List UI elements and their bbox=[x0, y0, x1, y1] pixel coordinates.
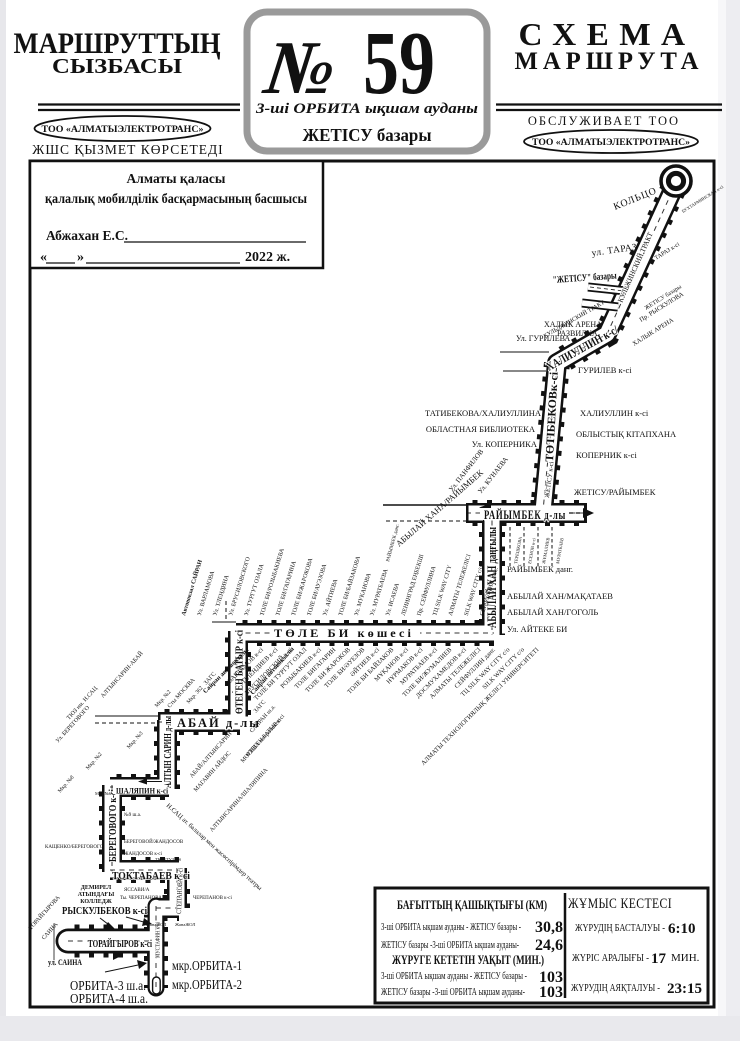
svg-text:АБЫЛАЙ ХАН/МАҚАТАЕВ: АБЫЛАЙ ХАН/МАҚАТАЕВ bbox=[507, 591, 613, 601]
svg-text:ЖШС ҚЫЗМЕТ КӨРСЕТЕДІ: ЖШС ҚЫЗМЕТ КӨРСЕТЕДІ bbox=[32, 142, 223, 157]
svg-text:КАЩЕНКО/БЕРЕГОВОГО: КАЩЕНКО/БЕРЕГОВОГО bbox=[45, 845, 104, 850]
svg-text:3-ші ОРБИТА ықшам ауданы: 3-ші ОРБИТА ықшам ауданы bbox=[255, 101, 478, 117]
svg-text:ОРБИТА-3 ш.а.: ОРБИТА-3 ш.а. bbox=[70, 978, 146, 993]
svg-text:РАЙЫМБЕК данг.: РАЙЫМБЕК данг. bbox=[507, 564, 573, 574]
svg-text:ЖЕТІСУ/РАЙЫМБЕК: ЖЕТІСУ/РАЙЫМБЕК bbox=[574, 487, 656, 497]
svg-text:ТЮЗ/ТУЗ к-б: ТЮЗ/ТУЗ к-б bbox=[155, 857, 182, 862]
svg-text:Ул. ГУРИЛЕВА: Ул. ГУРИЛЕВА bbox=[516, 334, 570, 343]
svg-text:«: « bbox=[40, 250, 47, 265]
svg-text:СТЕПАНОВА к-сі: СТЕПАНОВА к-сі bbox=[175, 868, 185, 914]
svg-text:3-ші ОРБИТА ықшам ауданы - ЖЕТ: 3-ші ОРБИТА ықшам ауданы - ЖЕТІСУ базары… bbox=[381, 970, 527, 982]
svg-text:ХАЛЫК АРЕНА: ХАЛЫК АРЕНА bbox=[544, 320, 602, 329]
svg-text:№9 ш.а.: №9 ш.а. bbox=[124, 812, 141, 818]
svg-text:мкр.ОРБИТА-2: мкр.ОРБИТА-2 bbox=[172, 977, 242, 992]
svg-text:СЫЗБАСЫ: СЫЗБАСЫ bbox=[52, 54, 182, 78]
svg-text:ТЕРЕШКОВА: ТЕРЕШКОВА bbox=[513, 536, 523, 565]
svg-text:ТОО «АЛМАТЫЭЛЕКТРОТРАНС»: ТОО «АЛМАТЫЭЛЕКТРОТРАНС» bbox=[532, 138, 690, 148]
svg-text:ТАТИБЕКОВА/ХАЛИУЛЛИНА: ТАТИБЕКОВА/ХАЛИУЛЛИНА bbox=[425, 408, 542, 418]
svg-text:мкр.ОРБИТА-1: мкр.ОРБИТА-1 bbox=[172, 958, 242, 973]
svg-text:Абжахан Е.С.: Абжахан Е.С. bbox=[46, 228, 128, 243]
svg-text:қалалық мобилділік басқармасын: қалалық мобилділік басқармасының басшысы bbox=[45, 191, 307, 206]
svg-text:"ЖЕТІСУ" базары: "ЖЕТІСУ" базары bbox=[552, 271, 617, 286]
svg-text:МАРШРУТА: МАРШРУТА bbox=[515, 48, 704, 75]
svg-text:РАЗВИЛКА: РАЗВИЛКА bbox=[557, 329, 598, 338]
svg-text:КОЛЛЕДЖ: КОЛЛЕДЖ bbox=[80, 899, 112, 905]
svg-text:24,6: 24,6 bbox=[535, 937, 563, 954]
svg-text:30,8: 30,8 bbox=[535, 919, 563, 936]
svg-text:РЫСКУЛБЕКОВ к-сі: РЫСКУЛБЕКОВ к-сі bbox=[62, 906, 147, 917]
svg-text:ЖҮРУДІҢ АЯҚТАЛУЫ -: ЖҮРУДІҢ АЯҚТАЛУЫ - bbox=[571, 982, 660, 994]
svg-text:ТӨЛЕ БИ көшесі: ТӨЛЕ БИ көшесі bbox=[274, 626, 414, 640]
svg-text:ЖЕТІСУ базары: ЖЕТІСУ базары bbox=[303, 125, 432, 145]
svg-text:6:10: 6:10 bbox=[668, 921, 696, 937]
svg-text:ЕСЕНОВ к-сі: ЕСЕНОВ к-сі bbox=[527, 537, 537, 564]
svg-text:ЯССАВИ/А: ЯССАВИ/А bbox=[124, 888, 150, 893]
svg-text:АТЫНДАҒЫ: АТЫНДАҒЫ bbox=[78, 892, 115, 898]
svg-text:ШАЛЯПИН к-сі: ШАЛЯПИН к-сі bbox=[116, 786, 169, 796]
svg-text:ЖҰМЫС КЕСТЕСІ: ЖҰМЫС КЕСТЕСІ bbox=[568, 896, 672, 912]
svg-text:Алматы қаласы: Алматы қаласы bbox=[127, 171, 226, 186]
svg-text:ДЕМИРЕЛ: ДЕМИРЕЛ bbox=[81, 885, 112, 891]
svg-text:ЖҮРУДІҢ БАСТАЛУЫ -: ЖҮРУДІҢ БАСТАЛУЫ - bbox=[575, 922, 665, 934]
svg-text:Ты. ЧЕРЕПАНОВА: Ты. ЧЕРЕПАНОВА bbox=[120, 896, 162, 901]
svg-text:ЖЕТІСУ базары -3-ші ОРБИТА ықш: ЖЕТІСУ базары -3-ші ОРБИТА ықшам ауданы- bbox=[381, 939, 519, 951]
svg-text:Мкр №6: Мкр №6 bbox=[95, 791, 112, 796]
svg-text:ГУРИЛЕВ к-сі: ГУРИЛЕВ к-сі bbox=[578, 365, 632, 375]
svg-text:23:15: 23:15 bbox=[667, 981, 702, 997]
svg-text:3-ші ОРБИТА ықшам ауданы - ЖЕТ: 3-ші ОРБИТА ықшам ауданы - ЖЕТІСУ базары… bbox=[381, 921, 521, 933]
svg-text:ЖЕТІСУ базары -3-ші ОРБИТА ықш: ЖЕТІСУ базары -3-ші ОРБИТА ықшам ауданы- bbox=[381, 986, 525, 998]
svg-text:АБАЙ д-лы: АБАЙ д-лы bbox=[177, 716, 261, 730]
svg-text:АБЫЛАЙ ХАН/ГОГОЛЬ: АБЫЛАЙ ХАН/ГОГОЛЬ bbox=[507, 607, 598, 617]
svg-text:ЖҮРУГЕ КЕТЕТІН УАҚЫТ (МИН.): ЖҮРУГЕ КЕТЕТІН УАҚЫТ (МИН.) bbox=[392, 953, 544, 967]
svg-text:ОБЛАСТНАЯ БИБЛИОТЕКА: ОБЛАСТНАЯ БИБЛИОТЕКА bbox=[426, 424, 536, 434]
svg-text:»: » bbox=[77, 250, 84, 265]
svg-text:МИН.: МИН. bbox=[671, 952, 700, 964]
svg-text:МАРШРУТТЫҢ: МАРШРУТТЫҢ bbox=[14, 27, 221, 60]
svg-text:БЕРЕГОВОЙ/ЖАНДОСОВ: БЕРЕГОВОЙ/ЖАНДОСОВ bbox=[124, 839, 184, 845]
svg-text:ОБЛЫСТЫҚ КІТАПХАНА: ОБЛЫСТЫҚ КІТАПХАНА bbox=[576, 429, 677, 439]
svg-text:ТОРАЙГЫРОВ к-сі: ТОРАЙГЫРОВ к-сі bbox=[88, 938, 152, 950]
svg-text:ТОКТАБАЕВ к-сі: ТОКТАБАЕВ к-сі bbox=[112, 870, 190, 882]
svg-text:ЖҮРІС АРАЛЫҒЫ -: ЖҮРІС АРАЛЫҒЫ - bbox=[572, 952, 649, 964]
svg-text:БЕРЕГОВОГО к-сі: БЕРЕГОВОГО к-сі bbox=[108, 789, 119, 862]
svg-text:ТОО «АЛМАТЫЭЛЕКТРОТРАНС»: ТОО «АЛМАТЫЭЛЕКТРОТРАНС» bbox=[42, 124, 204, 135]
svg-text:№: № bbox=[259, 25, 341, 110]
svg-text:59: 59 bbox=[363, 14, 435, 113]
svg-text:2022 ж.: 2022 ж. bbox=[245, 250, 290, 265]
svg-text:ӨТЕГЕН БАТЫР к-сі: ӨТЕГЕН БАТЫР к-сі bbox=[235, 630, 246, 714]
svg-text:СХЕМА: СХЕМА bbox=[519, 16, 696, 52]
svg-text:ЖҰМАЛИЕВ: ЖҰМАЛИЕВ bbox=[541, 537, 551, 564]
svg-text:Ул. КОПЕРНИКА: Ул. КОПЕРНИКА bbox=[472, 439, 538, 449]
svg-text:ТӨТІБЕКОВк-сі: ТӨТІБЕКОВк-сі bbox=[544, 371, 561, 462]
svg-text:ЧЕРЕПАНОВ к-сі: ЧЕРЕПАНОВ к-сі bbox=[193, 896, 232, 901]
svg-text:103: 103 bbox=[539, 969, 563, 986]
svg-text:БАҒЫТТЫҢ ҚАШЫҚТЫҒЫ (КМ): БАҒЫТТЫҢ ҚАШЫҚТЫҒЫ (КМ) bbox=[397, 898, 547, 912]
svg-text:АЛТЫН САРИН д-лы: АЛТЫН САРИН д-лы bbox=[163, 716, 174, 788]
svg-text:ОРБИТА-4 ш.а.: ОРБИТА-4 ш.а. bbox=[70, 991, 148, 1006]
svg-text:ОБСЛУЖИВАЕТ ТОО: ОБСЛУЖИВАЕТ ТОО bbox=[528, 114, 680, 128]
svg-text:МУРАТБАЕВ: МУРАТБАЕВ bbox=[555, 537, 564, 564]
svg-text:ЖАНДОСОВ к-сі: ЖАНДОСОВ к-сі bbox=[124, 852, 163, 857]
svg-text:103: 103 bbox=[539, 984, 563, 1001]
svg-text:ЖанаЖОЛ: ЖанаЖОЛ bbox=[175, 922, 195, 927]
svg-text:АБЫЛАЙ ХАН даңғылы: АБЫЛАЙ ХАН даңғылы bbox=[485, 527, 499, 628]
svg-text:ул. САИНА: ул. САИНА bbox=[48, 958, 82, 967]
svg-text:ХАЛИУЛЛИН к-сі: ХАЛИУЛЛИН к-сі bbox=[580, 408, 649, 418]
svg-text:ЖанаЖОЛ: ЖанаЖОЛ bbox=[146, 922, 166, 927]
svg-text:17: 17 bbox=[651, 951, 667, 967]
svg-text:КОПЕРНИК к-сі: КОПЕРНИК к-сі bbox=[576, 450, 637, 460]
svg-text:РАЙЫМБЕК д-лы: РАЙЫМБЕК д-лы bbox=[484, 508, 566, 522]
svg-text:МУСТАФИН к-сі: МУСТАФИН к-сі bbox=[155, 922, 162, 958]
svg-text:Ул. АЙТЕКЕ БИ: Ул. АЙТЕКЕ БИ bbox=[507, 624, 567, 634]
